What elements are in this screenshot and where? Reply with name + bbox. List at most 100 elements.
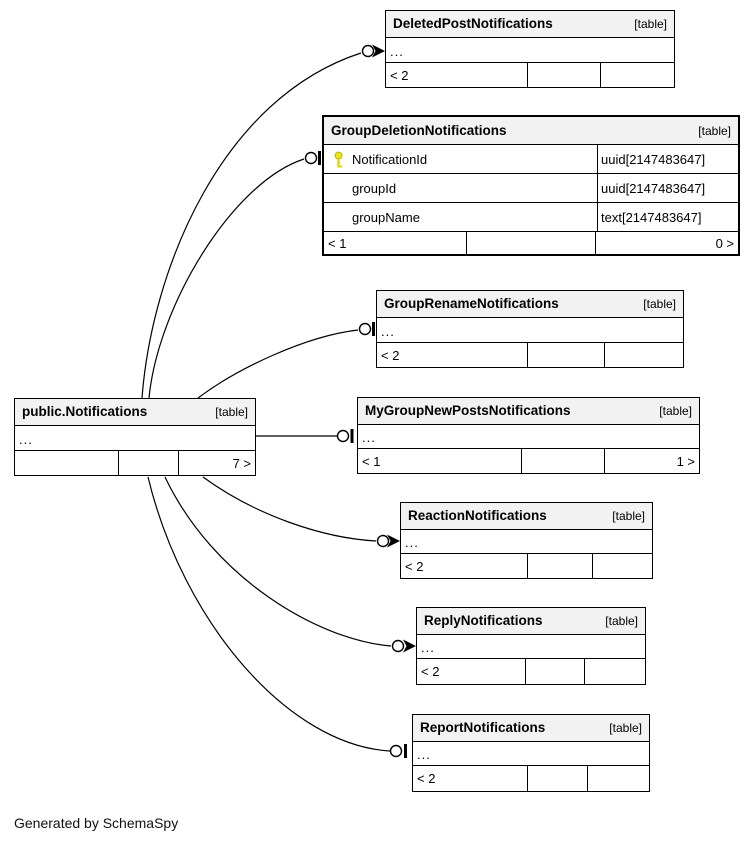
collapsed-columns-row[interactable]: ... bbox=[358, 425, 699, 449]
relationship-line-groupdeletion bbox=[148, 158, 305, 399]
relationship-line-grouprename bbox=[197, 329, 359, 399]
fk-count-out bbox=[588, 766, 649, 791]
table-title: GroupRenameNotifications bbox=[384, 296, 559, 312]
column-name: NotificationId bbox=[352, 151, 428, 167]
fk-count-in bbox=[15, 451, 119, 475]
table-tag: [table] bbox=[612, 509, 645, 523]
relationship-line-report bbox=[147, 476, 391, 752]
collapsed-columns-row[interactable]: ... bbox=[386, 38, 674, 63]
fk-count-out: 1 > bbox=[676, 453, 695, 469]
table-title: DeletedPostNotifications bbox=[393, 16, 553, 32]
table-header[interactable]: DeletedPostNotifications [table] bbox=[386, 11, 674, 38]
zero-many-circle-grouprename bbox=[358, 322, 372, 336]
fk-count-in: < 2 bbox=[413, 766, 528, 791]
ellipsis-text: ... bbox=[362, 430, 376, 445]
footer-cell-mid bbox=[119, 451, 179, 475]
relationship-line-reply bbox=[164, 476, 392, 647]
column-row-notificationid[interactable]: NotificationId uuid[2147483647] bbox=[324, 145, 738, 174]
arrow-endpoint-deletedpost bbox=[372, 44, 385, 58]
table-footer: < 1 0 > bbox=[324, 232, 738, 254]
fk-count-out: 7 > bbox=[232, 455, 251, 471]
table-footer: < 2 bbox=[377, 343, 683, 367]
table-header[interactable]: ReplyNotifications [table] bbox=[417, 608, 645, 635]
zero-many-circle-reply bbox=[391, 639, 405, 653]
zero-many-circle-deletedpost bbox=[361, 44, 375, 58]
table-header[interactable]: public.Notifications [table] bbox=[15, 399, 255, 426]
table-footer: 7 > bbox=[15, 451, 255, 475]
collapsed-columns-row[interactable]: ... bbox=[377, 318, 683, 343]
fk-count-out bbox=[593, 554, 652, 578]
table-header[interactable]: ReportNotifications [table] bbox=[413, 715, 649, 742]
arrow-endpoint-reaction bbox=[387, 534, 400, 548]
footer-cell-mid bbox=[526, 659, 585, 684]
table-tag: [table] bbox=[634, 17, 667, 31]
table-header[interactable]: GroupDeletionNotifications [table] bbox=[324, 117, 738, 145]
footer-cell-mid bbox=[528, 554, 593, 578]
table-replynotifications[interactable]: ReplyNotifications [table] ... < 2 bbox=[416, 607, 646, 685]
zero-many-circle-report bbox=[389, 744, 403, 758]
column-row-groupid[interactable]: groupId uuid[2147483647] bbox=[324, 174, 738, 203]
table-title: public.Notifications bbox=[22, 404, 148, 420]
table-footer: < 2 bbox=[413, 766, 649, 791]
footer-cell-mid bbox=[528, 343, 605, 367]
zero-many-circle-reaction bbox=[376, 534, 390, 548]
column-type: text[2147483647] bbox=[597, 203, 738, 231]
fk-count-in: < 2 bbox=[386, 63, 528, 87]
ellipsis-text: ... bbox=[390, 43, 404, 59]
collapsed-columns-row[interactable]: ... bbox=[15, 426, 255, 451]
collapsed-columns-row[interactable]: ... bbox=[417, 635, 645, 659]
fk-count-in: < 2 bbox=[401, 554, 528, 578]
table-footer: < 2 bbox=[417, 659, 645, 684]
footer-cell-mid bbox=[528, 766, 588, 791]
relationship-line-reaction bbox=[202, 476, 377, 542]
column-type: uuid[2147483647] bbox=[597, 174, 738, 202]
table-tag: [table] bbox=[605, 614, 638, 628]
table-footer: < 1 1 > bbox=[358, 449, 699, 473]
table-footer: < 2 bbox=[401, 554, 652, 578]
column-name: groupId bbox=[352, 180, 397, 196]
column-name: groupName bbox=[352, 209, 420, 225]
fk-count-in: < 1 bbox=[358, 449, 522, 473]
table-header[interactable]: GroupRenameNotifications [table] bbox=[377, 291, 683, 318]
footer-cell-mid bbox=[528, 63, 601, 87]
primary-key-icon bbox=[333, 151, 345, 169]
table-mygroupnewpostsnotifications[interactable]: MyGroupNewPostsNotifications [table] ...… bbox=[357, 397, 700, 474]
ellipsis-text: ... bbox=[417, 747, 431, 762]
table-tag: [table] bbox=[609, 721, 642, 735]
generator-credit: Generated by SchemaSpy bbox=[14, 815, 179, 831]
table-footer: < 2 bbox=[386, 63, 674, 87]
collapsed-columns-row[interactable]: ... bbox=[401, 530, 652, 554]
table-header[interactable]: MyGroupNewPostsNotifications [table] bbox=[358, 398, 699, 425]
arrow-endpoint-reply bbox=[403, 639, 416, 653]
table-tag: [table] bbox=[659, 404, 692, 418]
fk-count-out bbox=[585, 659, 645, 684]
table-deletedpostnotifications[interactable]: DeletedPostNotifications [table] ... < 2 bbox=[385, 10, 675, 88]
fk-count-in: < 2 bbox=[417, 659, 526, 684]
ellipsis-text: ... bbox=[405, 535, 419, 550]
column-type: uuid[2147483647] bbox=[597, 145, 738, 173]
ellipsis-text: ... bbox=[19, 431, 33, 447]
table-tag: [table] bbox=[215, 405, 248, 419]
table-title: ReportNotifications bbox=[420, 720, 546, 736]
footer-cell-mid bbox=[522, 449, 605, 473]
ellipsis-text: ... bbox=[421, 640, 435, 655]
fk-count-out bbox=[605, 343, 683, 367]
table-tag: [table] bbox=[643, 297, 676, 311]
zero-many-circle-mygroupnewposts bbox=[336, 429, 350, 443]
table-groupdeletionnotifications[interactable]: GroupDeletionNotifications [table] Notif… bbox=[322, 115, 740, 256]
fk-count-in: < 1 bbox=[324, 232, 467, 254]
table-public-notifications[interactable]: public.Notifications [table] ... 7 > bbox=[14, 398, 256, 476]
table-title: ReplyNotifications bbox=[424, 613, 543, 629]
collapsed-columns-row[interactable]: ... bbox=[413, 742, 649, 766]
column-row-groupname[interactable]: groupName text[2147483647] bbox=[324, 203, 738, 232]
table-reactionnotifications[interactable]: ReactionNotifications [table] ... < 2 bbox=[400, 502, 653, 579]
table-grouprenamenotifications[interactable]: GroupRenameNotifications [table] ... < 2 bbox=[376, 290, 684, 368]
table-header[interactable]: ReactionNotifications [table] bbox=[401, 503, 652, 530]
fk-count-out bbox=[601, 63, 674, 87]
table-reportnotifications[interactable]: ReportNotifications [table] ... < 2 bbox=[412, 714, 650, 792]
table-title: GroupDeletionNotifications bbox=[331, 122, 507, 138]
fk-count-in: < 2 bbox=[377, 343, 528, 367]
table-title: MyGroupNewPostsNotifications bbox=[365, 403, 571, 419]
table-title: ReactionNotifications bbox=[408, 508, 547, 524]
